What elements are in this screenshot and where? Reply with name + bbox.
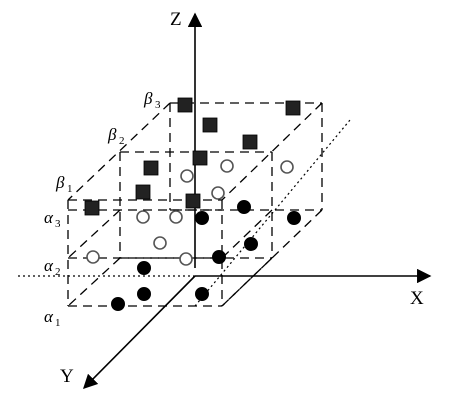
svg-text:α: α <box>44 208 54 227</box>
svg-text:β: β <box>143 89 153 108</box>
alpha2-right-diag <box>221 209 273 259</box>
filled-circle-marker <box>212 250 226 264</box>
square-marker <box>185 193 201 209</box>
svg-text:2: 2 <box>55 266 61 278</box>
svg-text:3: 3 <box>55 218 61 230</box>
plane-label-alpha1: α 1 <box>44 307 61 329</box>
filled-circle-marker <box>195 287 209 301</box>
axes <box>18 12 432 390</box>
open-circle-marker <box>280 160 294 174</box>
square-marker <box>84 200 100 216</box>
svg-text:1: 1 <box>55 317 61 329</box>
filled-circle-markers <box>111 200 301 311</box>
square-marker <box>135 184 151 200</box>
box-top-left-edge <box>67 102 171 201</box>
filled-circle-marker <box>111 297 125 311</box>
x-axis-label: X <box>410 288 424 309</box>
open-circle-markers <box>86 159 294 266</box>
box-bottom-left-diag <box>67 257 121 307</box>
square-marker <box>202 117 218 133</box>
square-markers <box>84 97 301 216</box>
open-circle-marker <box>211 186 225 200</box>
svg-text:β: β <box>107 125 117 144</box>
filled-circle-marker <box>287 211 301 225</box>
open-circle-marker <box>136 210 150 224</box>
filled-circle-marker <box>244 237 258 251</box>
z-axis-label: Z <box>170 9 182 30</box>
plane-label-beta1: β 1 <box>55 173 73 195</box>
filled-circle-marker <box>137 261 151 275</box>
svg-text:2: 2 <box>119 135 125 147</box>
box-top-right-edge <box>221 102 323 201</box>
plane-label-beta2: β 2 <box>107 125 125 147</box>
filled-circle-marker <box>137 287 151 301</box>
open-circle-marker <box>86 250 100 264</box>
diagonal-dotted-line <box>194 119 351 307</box>
alpha3-right-diag <box>221 209 323 307</box>
svg-text:β: β <box>55 173 65 192</box>
square-marker <box>285 100 301 116</box>
open-circle-marker <box>179 252 193 266</box>
square-marker <box>242 134 258 150</box>
svg-text:α: α <box>44 256 54 275</box>
y-axis <box>82 275 196 390</box>
open-circle-marker <box>180 169 194 183</box>
square-marker <box>177 97 193 113</box>
open-circle-marker <box>220 159 234 173</box>
filled-circle-marker <box>195 211 209 225</box>
alpha2-left-diag <box>67 209 121 259</box>
filled-circle-marker <box>237 200 251 214</box>
svg-text:1: 1 <box>67 183 73 195</box>
svg-text:3: 3 <box>155 99 161 111</box>
open-circle-marker <box>153 236 167 250</box>
plane-label-beta3: β 3 <box>143 89 161 111</box>
square-marker <box>192 150 208 166</box>
open-circle-marker <box>169 210 183 224</box>
box-bottom-right-diag <box>221 257 273 307</box>
square-marker <box>143 160 159 176</box>
plane-label-alpha2: α 2 <box>44 256 61 278</box>
plane-label-alpha3: α 3 <box>44 208 61 230</box>
svg-text:α: α <box>44 307 54 326</box>
y-axis-label: Y <box>60 366 74 387</box>
